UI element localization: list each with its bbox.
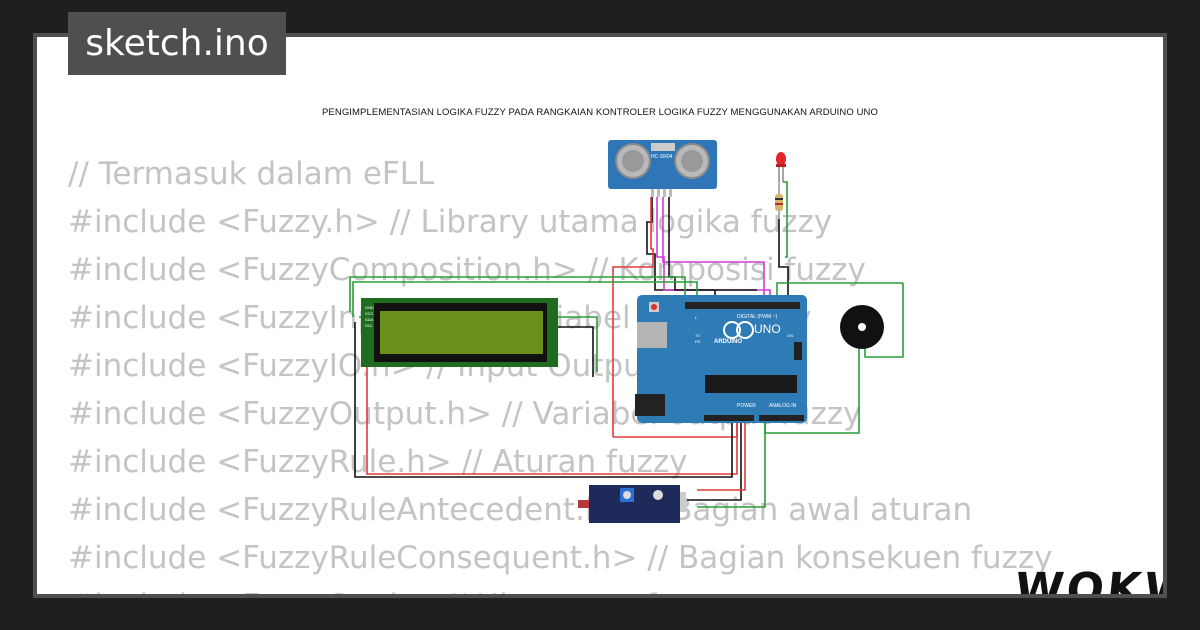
arduino-model: UNO xyxy=(754,322,781,336)
code-preview: // Termasuk dalam eFLL #include <Fuzzy.h>… xyxy=(68,150,1052,594)
code-line: #include <FuzzySet.h> // Himpunan fuzzy xyxy=(68,582,1052,594)
simulation-canvas[interactable]: // Termasuk dalam eFLL #include <Fuzzy.h>… xyxy=(37,37,1163,594)
lcd-pin-sda: SDA xyxy=(365,317,374,322)
file-name-badge[interactable]: sketch.ino xyxy=(68,12,286,75)
lcd-display[interactable]: GND VCC SDA SCL xyxy=(361,298,558,367)
sensor-label: HC-SR04 xyxy=(651,154,673,160)
wokwi-logo: WOKWi xyxy=(1012,564,1163,594)
tx-label: TX xyxy=(695,333,700,338)
l-label: L xyxy=(695,315,698,320)
rx-label: RX xyxy=(695,339,701,344)
on-label: ON xyxy=(787,333,793,338)
wires xyxy=(349,181,904,508)
lcd-pin-vcc: VCC xyxy=(365,311,374,316)
ultrasonic-sensor[interactable]: HC-SR04 xyxy=(608,140,717,197)
analog-label: ANALOG IN xyxy=(769,403,797,409)
resistor[interactable] xyxy=(775,182,783,219)
code-line: #include <FuzzyRuleConsequent.h> // Bagi… xyxy=(68,540,1053,576)
arduino-logo-icon xyxy=(723,321,741,339)
digital-label: DIGITAL (PWM ~) xyxy=(737,314,777,320)
power-label: POWER xyxy=(737,403,756,409)
code-line: #include <FuzzyRuleAntecedent.h> // Bagi… xyxy=(68,492,973,528)
project-title: PENGIMPLEMENTASIAN LOGIKA FUZZY PADA RAN… xyxy=(321,107,878,118)
code-line: #include <Fuzzy.h> // Library utama logi… xyxy=(68,204,833,240)
sensor-module[interactable] xyxy=(578,485,686,523)
lcd-pin-gnd: GND xyxy=(365,305,374,310)
code-line: // Termasuk dalam eFLL xyxy=(68,156,435,192)
lcd-pin-scl: SCL xyxy=(365,323,374,328)
circuit-diagram[interactable]: HC-SR04 xyxy=(37,37,1163,594)
buzzer[interactable] xyxy=(840,305,884,349)
red-led[interactable] xyxy=(776,152,786,182)
arduino-uno[interactable]: UNO ARDUINO DIGITAL (PWM ~) POWER ANALOG… xyxy=(635,295,807,423)
arduino-brand: ARDUINO xyxy=(714,339,742,345)
